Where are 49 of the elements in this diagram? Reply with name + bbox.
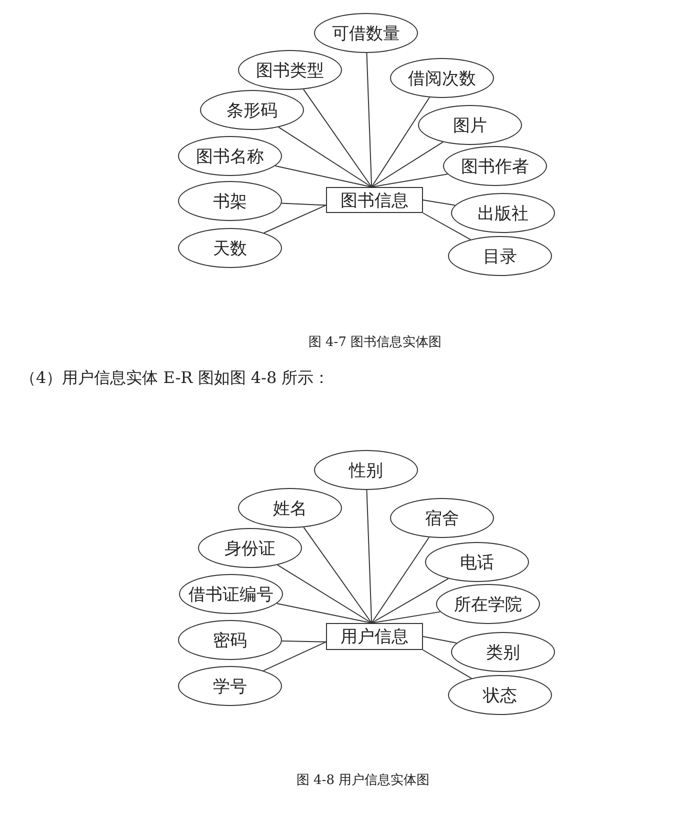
attribute-ellipse: 天数 [178, 228, 282, 268]
connector-line [302, 88, 372, 188]
connector-line [371, 174, 448, 188]
connector-line [422, 636, 458, 644]
attribute-ellipse: 借书证编号 [179, 574, 283, 614]
attribute-ellipse: 可借数量 [314, 13, 418, 53]
attribute-ellipse: 姓名 [238, 488, 342, 528]
entity-box: 图书信息 [326, 187, 423, 213]
attribute-ellipse: 学号 [178, 666, 282, 706]
connector-line [262, 641, 326, 672]
connector-line [274, 165, 372, 188]
attribute-ellipse: 类别 [451, 632, 555, 672]
attribute-ellipse: 身份证 [198, 528, 302, 568]
attribute-ellipse: 目录 [448, 236, 552, 276]
attribute-ellipse: 条形码 [200, 90, 304, 130]
attribute-ellipse: 所在学院 [436, 584, 540, 624]
connector-line [371, 578, 449, 624]
attribute-ellipse: 宿舍 [390, 498, 494, 538]
connector-line [263, 204, 326, 234]
attribute-ellipse: 书架 [178, 181, 282, 221]
connector-line [422, 200, 456, 206]
connector-line [371, 142, 444, 188]
attribute-ellipse: 图片 [418, 105, 522, 145]
attribute-ellipse: 状态 [448, 675, 552, 715]
connector-line [277, 564, 372, 624]
connector-line [366, 490, 372, 624]
connector-line [281, 640, 326, 642]
connector-line [276, 602, 372, 624]
attribute-ellipse: 密码 [178, 620, 282, 660]
connector-line [371, 536, 430, 624]
attribute-ellipse: 出版社 [451, 193, 555, 233]
connector-line [281, 202, 326, 206]
connector-line [371, 96, 430, 188]
attribute-ellipse: 性别 [314, 450, 418, 490]
figure-caption: 图 4-7 图书信息实体图 [308, 334, 442, 351]
body-text: （4）用户信息实体 E-R 图如图 4-8 所示： [20, 368, 330, 389]
attribute-ellipse: 借阅次数 [390, 58, 494, 98]
connector-line [422, 650, 472, 679]
attribute-ellipse: 图书作者 [443, 146, 547, 186]
attribute-ellipse: 图书名称 [178, 136, 282, 176]
attribute-ellipse: 电话 [425, 542, 529, 582]
connector-line [278, 126, 372, 188]
connector-line [303, 526, 372, 624]
connector-line [422, 212, 471, 240]
entity-box: 用户信息 [326, 623, 423, 650]
connector-line [371, 611, 441, 624]
figure-caption: 图 4-8 用户信息实体图 [296, 772, 430, 789]
attribute-ellipse: 图书类型 [238, 50, 342, 90]
connector-line [366, 52, 372, 188]
